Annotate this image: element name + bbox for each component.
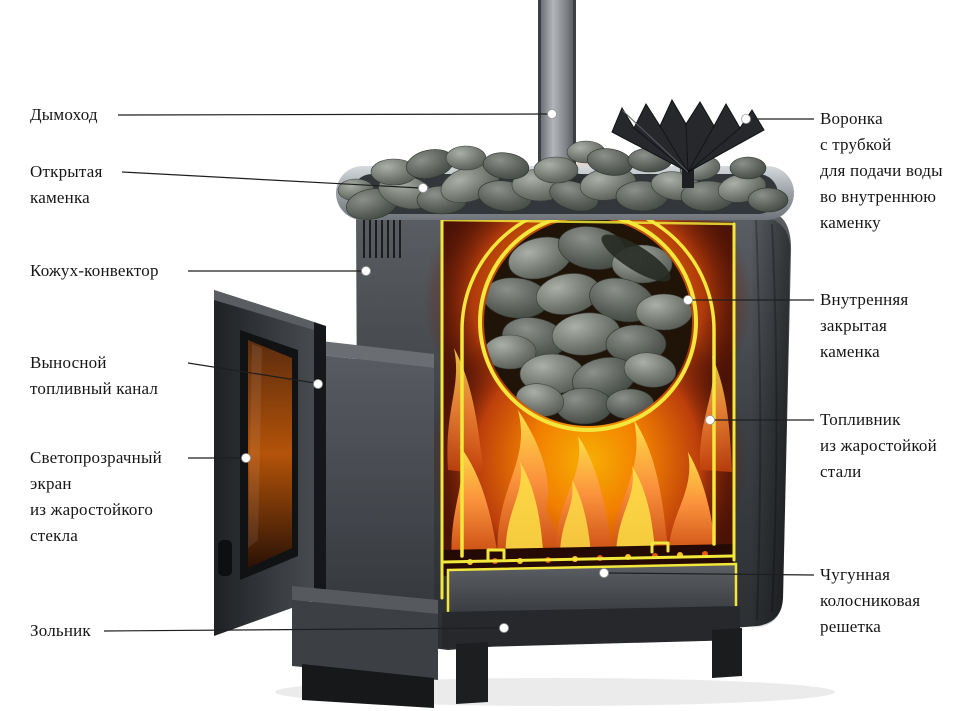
ash-pan-drawer	[292, 586, 438, 708]
label-convector-casing: Кожух-конвектор	[30, 261, 159, 280]
inner-kamenka	[484, 218, 692, 426]
callout-dot-glass-screen	[241, 453, 251, 463]
door-glass	[248, 340, 292, 568]
callout-dot-ash-pan	[499, 623, 509, 633]
firebox-interior	[423, 155, 753, 648]
label-ash-pan: Зольник	[30, 621, 91, 640]
label-glass-screen: Светопрозрачный экран из жаростойкого ст…	[30, 448, 162, 545]
callout-dot-funnel	[741, 114, 751, 124]
callout-dot-convector	[361, 266, 371, 276]
vent-slots	[363, 220, 401, 258]
stove-door	[214, 290, 326, 636]
open-kamenka-stones	[337, 140, 789, 220]
callout-dot-inner-kamenka	[683, 295, 693, 305]
label-fuel-channel: Выносной топливный канал	[30, 353, 159, 398]
callout-lines	[103, 109, 815, 633]
label-inner-kamenka: Внутренняя закрытая каменка	[820, 290, 909, 361]
fuel-channel	[312, 340, 434, 645]
ash-drawer-front	[442, 562, 740, 648]
label-open-heater: Открытая каменка	[30, 162, 103, 207]
callout-dot-chimney	[547, 109, 557, 119]
door-handle	[218, 540, 232, 576]
label-grate: Чугунная колосниковая решетка	[820, 565, 921, 636]
callout-dot-firebox	[705, 415, 715, 425]
flames	[447, 348, 732, 566]
label-water-funnel: Воронка с трубкой для подачи воды во вну…	[820, 109, 943, 232]
label-firebox: Топливник из жаростойкой стали	[820, 410, 937, 481]
callout-dot-grate	[599, 568, 609, 578]
callout-dot-fuel-channel	[313, 379, 323, 389]
stove-legs	[456, 628, 742, 704]
callout-dot-open-heater	[418, 183, 428, 193]
label-chimney: Дымоход	[30, 105, 98, 124]
